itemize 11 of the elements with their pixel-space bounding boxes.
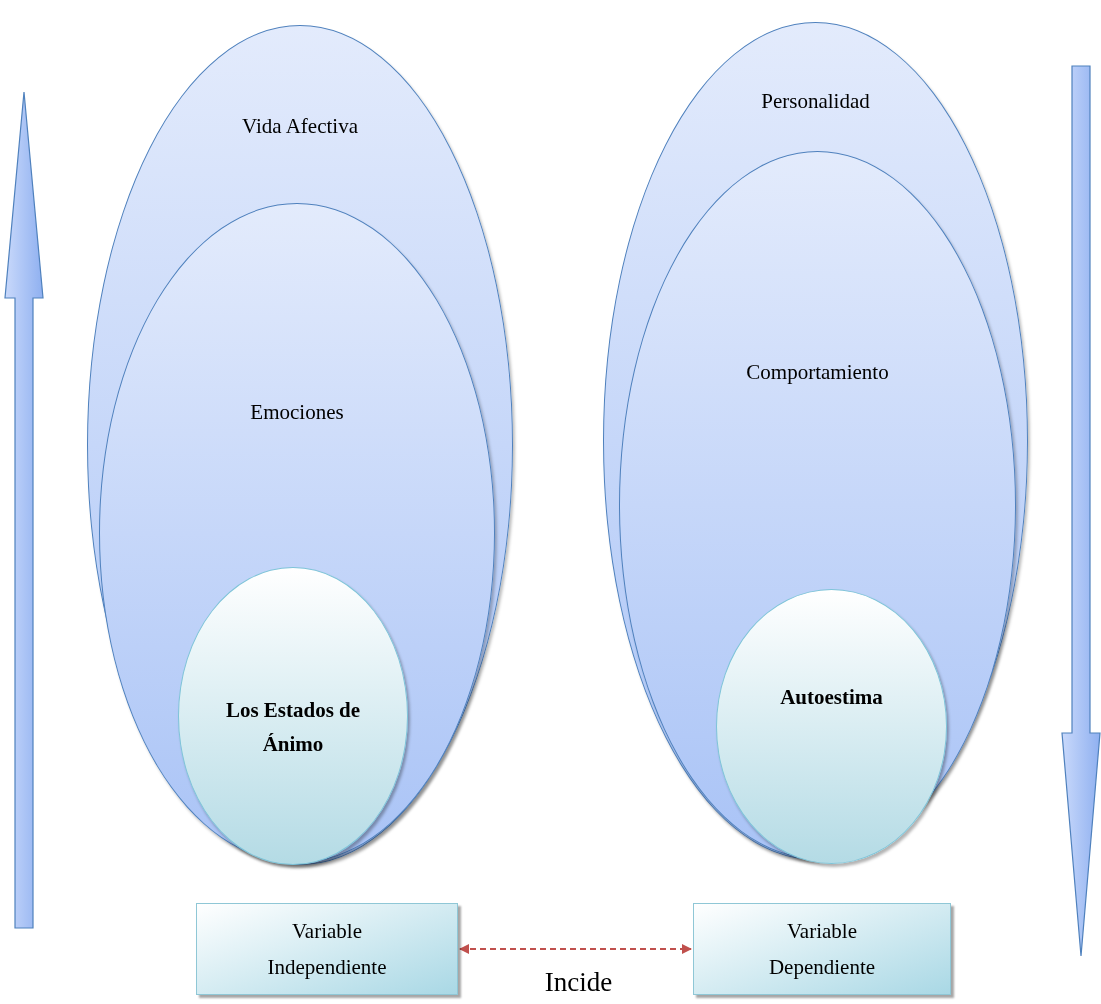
variable-label: Variable Dependiente bbox=[767, 918, 877, 981]
variable-card bbox=[693, 903, 951, 995]
ellipse-label: Autoestima bbox=[780, 685, 883, 710]
variable-label: Variable Independiente bbox=[266, 918, 388, 981]
ellipse-label: Vida Afectiva bbox=[242, 114, 358, 139]
ellipse-label: Personalidad bbox=[761, 89, 870, 114]
ellipse-label: Los Estados de Ánimo bbox=[224, 697, 362, 758]
double-arrow bbox=[459, 944, 692, 954]
ellipse-label: Emociones bbox=[250, 400, 344, 425]
ellipse-label: Comportamiento bbox=[746, 360, 889, 385]
variable-card bbox=[196, 903, 458, 995]
